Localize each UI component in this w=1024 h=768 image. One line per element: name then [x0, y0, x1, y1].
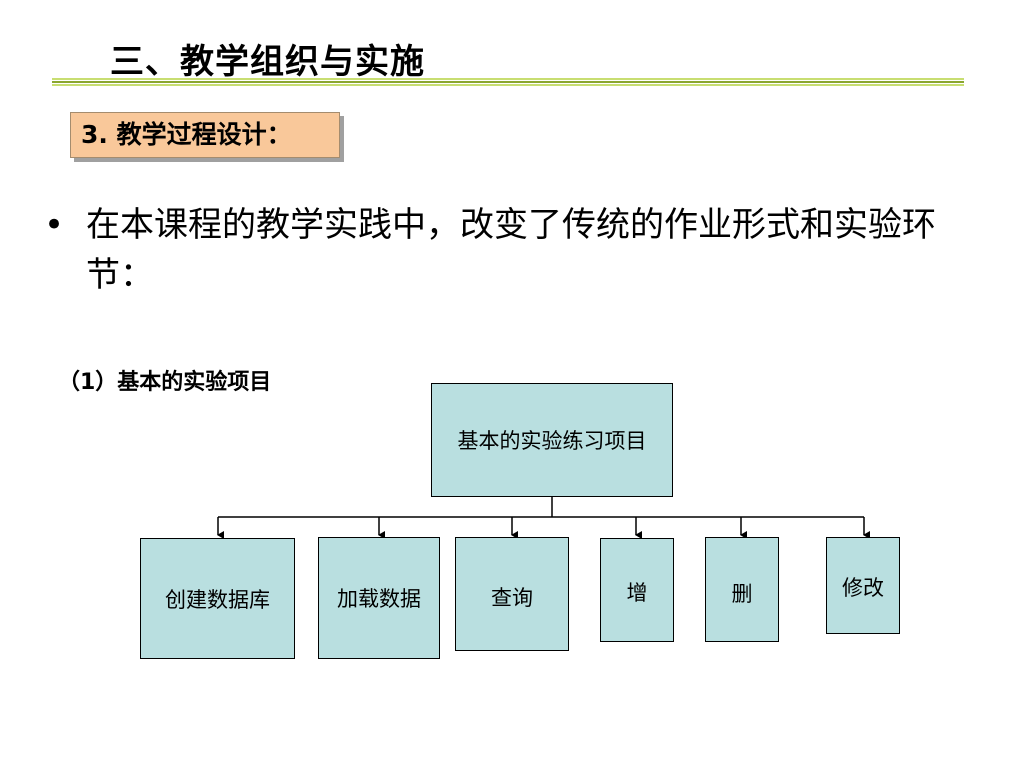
- bullet-item: • 在本课程的教学实践中，改变了传统的作业形式和实验环节：: [44, 200, 974, 300]
- child-node-label: 删: [731, 582, 753, 606]
- root-node-label: 基本的实验练习项目: [457, 429, 647, 453]
- title-divider: [52, 78, 964, 87]
- bullet-text: 在本课程的教学实践中，改变了传统的作业形式和实验环节：: [86, 205, 936, 295]
- child-node-load-data: 加载数据: [318, 537, 440, 659]
- child-node-query: 查询: [455, 537, 569, 651]
- child-node-label: 增: [626, 581, 648, 605]
- child-node-create-database: 创建数据库: [140, 538, 295, 659]
- section-label: 3. 教学过程设计：: [70, 112, 344, 162]
- child-node-modify: 修改: [826, 537, 900, 634]
- section-label-text: 3. 教学过程设计：: [70, 112, 340, 158]
- child-node-label: 修改: [842, 576, 884, 600]
- child-node-label: 查询: [491, 586, 533, 610]
- root-node: 基本的实验练习项目: [431, 383, 673, 497]
- child-node-insert: 增: [600, 538, 674, 642]
- subsection-heading: （1）基本的实验项目: [58, 370, 272, 395]
- bullet-dot: •: [44, 205, 65, 245]
- child-node-delete: 删: [705, 537, 779, 642]
- child-node-label: 创建数据库: [165, 587, 270, 612]
- slide-title: 三、教学组织与实施: [110, 42, 425, 82]
- child-node-label: 加载数据: [337, 587, 421, 611]
